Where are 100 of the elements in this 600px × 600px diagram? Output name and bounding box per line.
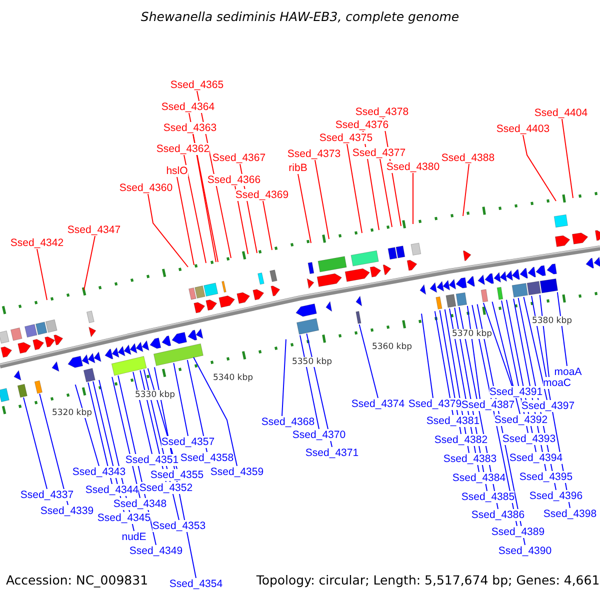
gene-label: Ssed_4392 [494, 414, 548, 426]
gene-label: Ssed_4376 [335, 119, 389, 131]
gene-label: Ssed_4368 [261, 416, 315, 428]
gene-label: Ssed_4393 [502, 433, 556, 445]
leader-line [84, 236, 96, 290]
leader-line [556, 292, 568, 366]
footer-text: Accession: NC_009831 [6, 572, 148, 588]
gene-label: Ssed_4373 [287, 148, 341, 160]
gene-label: Ssed_4344 [85, 484, 139, 496]
leader-line [314, 160, 330, 240]
gene-label: Ssed_4398 [543, 508, 597, 520]
gene-label: Ssed_4378 [355, 106, 409, 118]
gene-label: Ssed_4366 [207, 174, 261, 186]
gene-label: Ssed_4394 [509, 452, 563, 464]
leader-line [132, 372, 152, 454]
leader-line [23, 396, 48, 490]
leader-line [522, 134, 556, 202]
gene-label: moaA [554, 366, 582, 378]
leader-line [74, 384, 100, 466]
gene-label: Ssed_4387 [461, 399, 515, 411]
gene-label: Ssed_4371 [305, 447, 359, 459]
gene-label: Ssed_4364 [161, 101, 215, 113]
scale-label: 5350 kbp [292, 357, 332, 367]
leader-line [380, 158, 392, 228]
leader-line [173, 362, 188, 436]
leader-line [412, 172, 414, 224]
gene-label: Ssed_4403 [496, 123, 550, 135]
gene-label: Ssed_4380 [386, 161, 440, 173]
leader-line [523, 296, 548, 400]
gene-label: Ssed_4386 [471, 509, 525, 521]
leader-line [176, 176, 194, 266]
leader-line [346, 144, 362, 234]
leader-line [282, 338, 286, 416]
leader-line [192, 134, 216, 262]
leader-line [539, 294, 550, 378]
scale-label: 5380 kbp [532, 316, 572, 326]
gene-label: Ssed_4404 [534, 107, 588, 119]
gene-label: Ssed_4388 [441, 152, 495, 164]
gene-label: Ssed_4381 [426, 415, 480, 427]
leader-line [434, 310, 454, 416]
gene-label: Ssed_4343 [72, 466, 126, 478]
gene-label: Ssed_4389 [491, 526, 545, 538]
gene-label: nudE [122, 531, 146, 543]
leader-line [300, 334, 320, 430]
gene-label: Ssed_4374 [351, 398, 405, 410]
gene-label: Ssed_4355 [150, 469, 204, 481]
gene-label: Ssed_4390 [498, 545, 552, 557]
gene-label: Ssed_4375 [319, 132, 373, 144]
gene-label: Ssed_4369 [235, 189, 289, 201]
gene-label: Ssed_4370 [292, 429, 346, 441]
scale-label: 5320 kbp [52, 408, 92, 418]
gene-label: Ssed_4353 [152, 520, 206, 532]
scale-label: 5370 kbp [452, 329, 492, 339]
leader-line [186, 359, 208, 452]
leader-line [36, 248, 48, 300]
gene-label: Ssed_4367 [212, 152, 266, 164]
gene-label: Ssed_4385 [461, 491, 515, 503]
leader-line [39, 393, 68, 506]
gene-label: Ssed_4358 [180, 452, 234, 464]
gene-label: Ssed_4384 [452, 472, 506, 484]
gene-label: Ssed_4349 [129, 545, 183, 557]
gene-label: Ssed_4352 [139, 482, 193, 494]
gene-label: Ssed_4395 [519, 471, 573, 483]
leader-line [148, 194, 188, 268]
gene-label: Ssed_4357 [161, 436, 215, 448]
leader-line [262, 200, 272, 250]
gene-label: Ssed_4347 [67, 224, 121, 236]
leader-line [193, 356, 238, 466]
gene-label: Ssed_4345 [97, 512, 151, 524]
scale-label: 5340 kbp [212, 373, 254, 383]
gene-label: Ssed_4379 [408, 398, 462, 410]
gene-label: Ssed_4342 [10, 237, 64, 249]
map-title: Shewanella sediminis HAW-EB3, complete genome [140, 9, 460, 24]
leader-line [184, 154, 206, 264]
gene-label: Ssed_4351 [125, 454, 179, 466]
gene-label: Ssed_4382 [434, 434, 488, 446]
gene-label: hslO [166, 165, 188, 177]
scale-label: 5360 kbp [372, 342, 412, 352]
gene-label: Ssed_4337 [20, 489, 74, 501]
leader-line [421, 313, 434, 398]
gene-label: Ssed_4363 [163, 122, 217, 134]
leader-line [492, 301, 520, 414]
gene-label: Ssed_4397 [521, 400, 575, 412]
gene-label: Ssed_4339 [40, 505, 94, 517]
gene-label: Ssed_4391 [489, 386, 543, 398]
gene-label: Ssed_4365 [170, 79, 224, 91]
gene-label: Ssed_4354 [169, 578, 223, 590]
gene-label: Ssed_4360 [119, 182, 173, 194]
gene-label: Ssed_4362 [156, 143, 210, 155]
scale-label: 5330 kbp [134, 390, 176, 400]
leader-line [298, 174, 312, 244]
gene-label: moaC [543, 377, 571, 389]
leader-line [562, 118, 574, 198]
leader-line [466, 305, 480, 400]
leader-line [358, 324, 378, 398]
gene-label: Ssed_4396 [529, 490, 583, 502]
footer-text: Topology: circular; Length: 5,517,674 bp; Genes: 4,661 [256, 572, 600, 588]
leader-line [482, 302, 512, 386]
gene-label: Ssed_4377 [352, 147, 406, 159]
gene-label: ribB [288, 162, 308, 174]
